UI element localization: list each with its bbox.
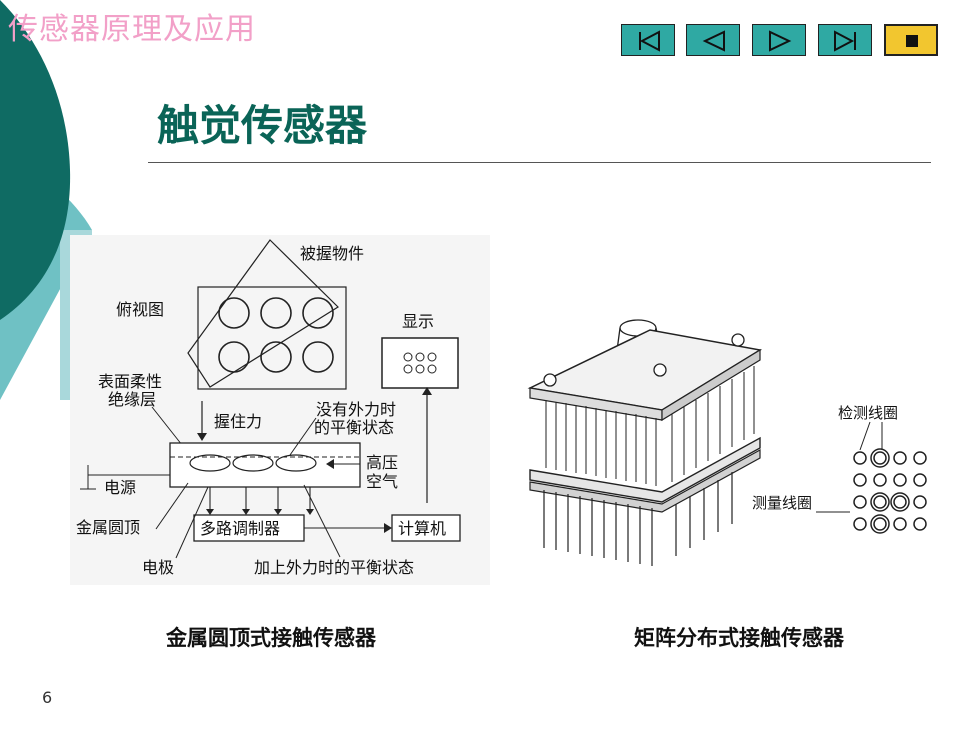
slide-title: 触觉传感器 [157,101,368,150]
slide-navigation [621,24,941,58]
label-force-balance: 加上外力时的平衡状态 [254,558,414,577]
label-dome: 金属圆顶 [76,518,140,537]
label-power: 电源 [104,478,136,497]
label-surface-1: 表面柔性 [98,372,162,391]
bolts [543,333,745,387]
label-computer: 计算机 [398,519,446,538]
sensor-domes [189,454,317,472]
last-slide-icon [834,30,856,52]
course-title: 传感器原理及应用 [8,12,256,47]
label-object: 被握物件 [300,244,364,263]
label-top-view: 俯视图 [116,300,164,319]
metal-dome-sensor-diagram: 被握物件 俯视图 显示 表面柔性 绝缘层 握住力 没有外力时 的平衡状态 高压 … [70,235,490,585]
coil-grid [853,448,927,534]
label-mux: 多路调制器 [200,519,280,538]
caption-right: 矩阵分布式接触传感器 [634,626,844,650]
top-view-domes [218,297,334,373]
stop-icon [906,35,918,47]
label-balance-1: 没有外力时 [316,400,396,419]
page-number: 6 [42,688,53,707]
next-slide-button[interactable] [752,24,806,56]
label-hv-2: 空气 [366,472,398,491]
label-surface-2: 绝缘层 [108,390,156,409]
stop-button[interactable] [884,24,938,56]
last-slide-button[interactable] [818,24,872,56]
label-balance-2: 的平衡状态 [314,418,394,437]
caption-left: 金属圆顶式接触传感器 [166,626,376,650]
sensor-fins [545,366,755,486]
title-divider [148,162,931,163]
label-display: 显示 [402,312,434,331]
next-slide-icon [769,30,792,52]
first-slide-button[interactable] [621,24,675,56]
sensor-pins [543,472,733,566]
label-electrode: 电极 [142,558,174,577]
label-hv-1: 高压 [366,453,398,472]
label-measure-coil: 测量线圈 [752,494,812,512]
label-detect-coil: 检测线圈 [838,404,898,422]
display-dots [403,352,437,374]
label-grip-force: 握住力 [214,412,262,431]
matrix-sensor-diagram: 检测线圈 测量线圈 [520,310,940,580]
prev-slide-button[interactable] [686,24,740,56]
first-slide-icon [639,30,660,52]
prev-slide-icon [702,30,725,52]
